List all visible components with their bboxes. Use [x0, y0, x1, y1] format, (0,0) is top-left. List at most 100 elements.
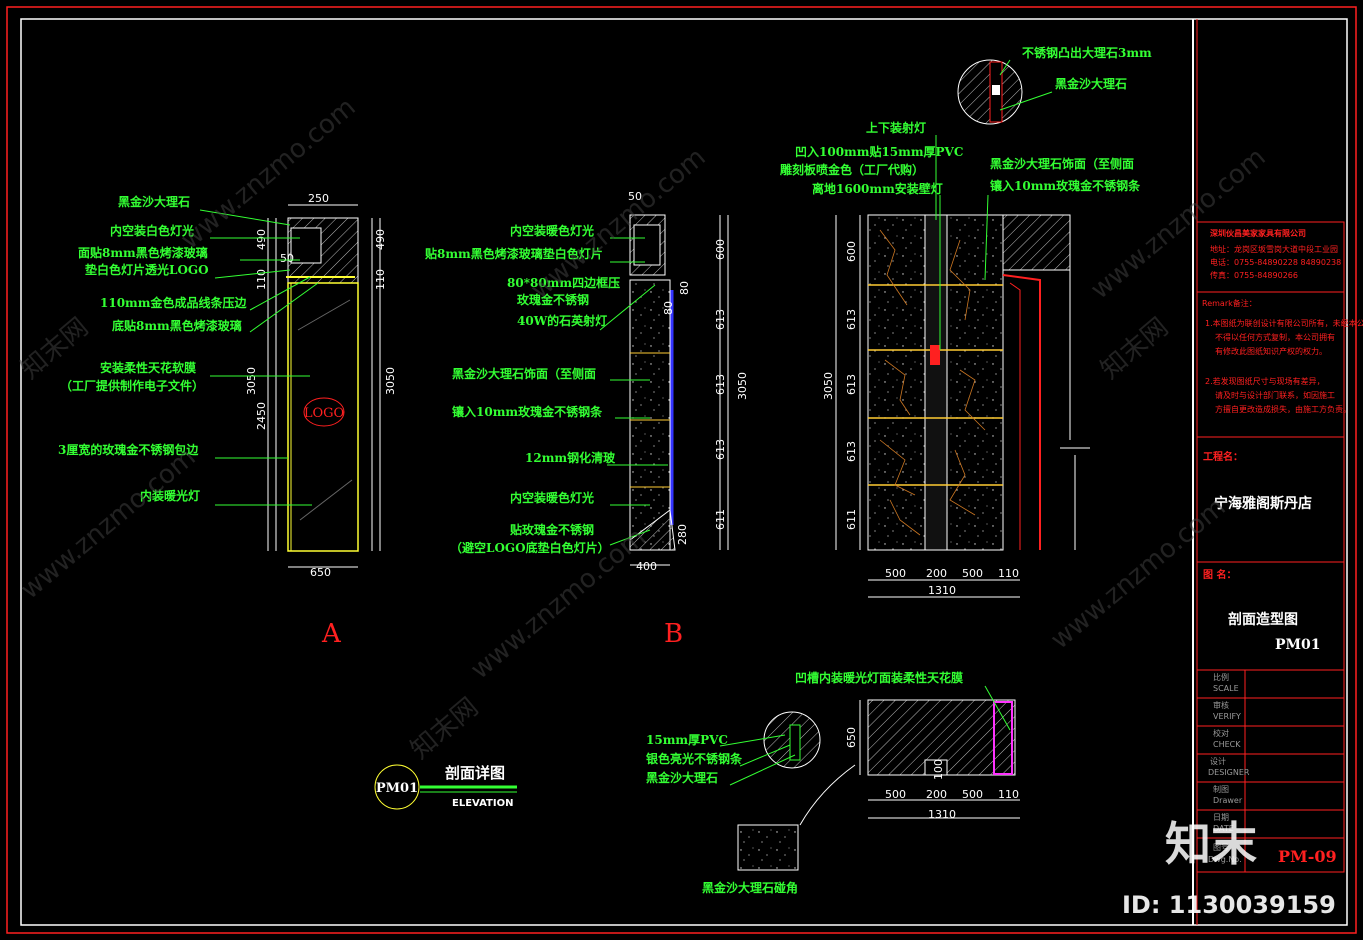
- b-dim-bottom: 400: [636, 560, 657, 573]
- b-label-4: 40W的石英射灯: [517, 313, 607, 328]
- a-light-box: [290, 227, 322, 264]
- tb-project-label: 工程名：: [1203, 450, 1243, 463]
- c-dim-200: 200: [926, 567, 947, 580]
- a-dim-3050-right: 3050: [384, 367, 397, 395]
- plan-d: 650 100 500 200 500 110 1310 凹槽内装暖光灯面装柔性…: [646, 670, 1020, 895]
- tb-drawing-name: 剖面造型图: [1228, 611, 1298, 628]
- tb-remark3: 有修改此图纸知识产权的权力。: [1215, 346, 1327, 356]
- a-dim-50: 50: [280, 252, 294, 265]
- a-label-6: 安装柔性天花软膜: [100, 360, 196, 375]
- tb-company: 深圳伙昌美家家具有限公司: [1210, 228, 1306, 238]
- b-label-10: （避空LOGO底垫白色灯片）: [450, 540, 610, 555]
- c-dim-613-c: 613: [845, 441, 858, 462]
- tb-addr1: 地址：龙岗区坂雪岗大道中段工业园: [1210, 244, 1338, 254]
- tb-remark6: 方擅自更改造成损失，由施工方负责。: [1215, 404, 1351, 414]
- tb-row-check-cn: 校对: [1213, 728, 1229, 738]
- d-label-1: 15mm厚PVC: [646, 733, 728, 747]
- d-light-slot: [993, 701, 1013, 775]
- brand-watermark: 知末: [1165, 817, 1257, 871]
- d-dim-110: 110: [998, 788, 1019, 801]
- watermark-site-4: www.znzmo.com: [15, 442, 201, 605]
- c-dim-500-b: 500: [962, 567, 983, 580]
- section-b-letter: B: [664, 619, 683, 649]
- legend: PM01 剖面详图 ELEVATION: [374, 764, 517, 810]
- a-label-5: 底贴8mm黑色烤漆玻璃: [112, 318, 242, 333]
- d-dim-200: 200: [926, 788, 947, 801]
- elevation-c: 600 613 613 613 611 3050 500 200 500 110…: [780, 45, 1152, 598]
- legend-title: 剖面详图: [445, 764, 505, 782]
- d-dim-500-b: 500: [962, 788, 983, 801]
- b-dim-611: 611: [714, 509, 727, 530]
- tb-remark5: 请及时与设计部门联系，如因施工: [1215, 390, 1335, 400]
- a-dim-3050-left: 3050: [245, 367, 258, 395]
- c-label-4: 雕刻板喷金色（工厂代购）: [780, 162, 924, 177]
- tb-addr2: 电话：0755-84890228 84890238: [1210, 257, 1341, 267]
- tb-addr3: 传真：0755-84890266: [1210, 270, 1298, 280]
- c-label-2: 上下装射灯: [866, 120, 926, 135]
- a-label-4: 110mm金色成品线条压边: [100, 295, 247, 310]
- tb-remark1: 1.本图纸为联创设计有限公司所有，未经本公司同意，: [1205, 318, 1363, 328]
- d-dim-650: 650: [845, 727, 858, 748]
- tb-drawing-code: PM01: [1275, 637, 1321, 653]
- b-label-9: 贴玫瑰金不锈钢: [510, 522, 594, 537]
- a-dim-490-right: 490: [374, 229, 387, 250]
- c-dim-611: 611: [845, 509, 858, 530]
- d-label-3: 黑金沙大理石: [646, 770, 718, 785]
- c-center-strip: [924, 214, 948, 551]
- tb-row-check-en: CHECK: [1213, 740, 1241, 749]
- c-wall-lamp: [930, 345, 940, 365]
- c-dim-613-b: 613: [845, 374, 858, 395]
- a-label-3: 垫白色灯片透光LOGO: [85, 262, 209, 277]
- tb-row-scale-en: SCALE: [1213, 684, 1239, 693]
- watermark-cn-1: 知末网: [15, 312, 94, 385]
- b-dim-613-c: 613: [714, 439, 727, 460]
- b-panel: [629, 279, 671, 551]
- c-dim-613-a: 613: [845, 309, 858, 330]
- outer-frame: [6, 6, 1357, 934]
- tb-row-dwgno-en: Dwg.No.: [1208, 855, 1242, 864]
- a-dim-110-right: 110: [374, 269, 387, 290]
- tb-row-verify-cn: 审核: [1213, 700, 1229, 710]
- b-label-1: 贴8mm黑色烤漆玻璃垫白色灯片: [425, 246, 603, 261]
- c-dim-3050: 3050: [822, 372, 835, 400]
- b-dim-80-b: 80: [662, 301, 675, 315]
- tb-row-designer-cn: 设计: [1210, 756, 1226, 766]
- a-label-0: 黑金沙大理石: [118, 194, 190, 209]
- legend-circle: [374, 764, 420, 810]
- b-dim-600: 600: [714, 239, 727, 260]
- b-label-6: 镶入10mm玫瑰金不锈钢条: [452, 404, 603, 419]
- tb-row-designer-en: DESIGNER: [1208, 768, 1250, 777]
- d-label-2: 银色亮光不锈钢条: [646, 751, 743, 766]
- legend-code: PM01: [376, 781, 418, 796]
- b-label-5: 黑金沙大理石饰面（至侧面: [452, 366, 596, 381]
- inner-frame: [20, 18, 1348, 926]
- c-label-7: 镶入10mm玫瑰金不锈钢条: [990, 178, 1141, 193]
- a-dim-110-left: 110: [255, 269, 268, 290]
- id-watermark: ID: 1130039159: [1122, 891, 1336, 919]
- a-panel: [287, 282, 359, 552]
- c-dim-110: 110: [998, 567, 1019, 580]
- c-label-0: 不锈钢凸出大理石3mm: [1022, 45, 1152, 60]
- a-dim-490-left: 490: [255, 229, 268, 250]
- a-label-7: （工厂提供制作电子文件）: [60, 378, 204, 393]
- b-label-7: 12mm钢化清玻: [525, 450, 616, 465]
- b-label-3: 玫瑰金不锈钢: [517, 292, 589, 307]
- section-a: LOGO 250 650 490 110 3050 2450 490 110 3…: [58, 192, 397, 649]
- tb-row-drawer-en: Drawer: [1213, 796, 1243, 805]
- a-label-1: 内空装白色灯光: [110, 223, 194, 238]
- a-dim-2450: 2450: [255, 402, 268, 430]
- c-label-1: 黑金沙大理石: [1055, 76, 1127, 91]
- a-label-8: 3厘宽的玫瑰金不锈钢包边: [58, 442, 199, 457]
- c-label-5: 离地1600mm安装壁灯: [812, 181, 943, 196]
- title-block: 深圳伙昌美家家具有限公司 地址：龙岗区坂雪岗大道中段工业园 电话：0755-84…: [1192, 19, 1363, 925]
- b-dim-top: 50: [628, 190, 642, 203]
- tb-remark2: 不得以任何方式复制，本公司拥有: [1215, 332, 1335, 342]
- tb-row-drawer-cn: 制图: [1213, 784, 1229, 794]
- tb-row-dwgno-cn: 图号: [1213, 843, 1229, 852]
- a-label-9: 内装暖光灯: [140, 488, 200, 503]
- c-label-6: 黑金沙大理石饰面（至侧面: [990, 156, 1134, 171]
- watermark-cn-2: 知末网: [405, 692, 484, 765]
- b-label-2: 80*80mm四边框压: [507, 275, 620, 290]
- tb-remark4: 2.若发现图纸尺寸与现场有差异，: [1205, 376, 1325, 386]
